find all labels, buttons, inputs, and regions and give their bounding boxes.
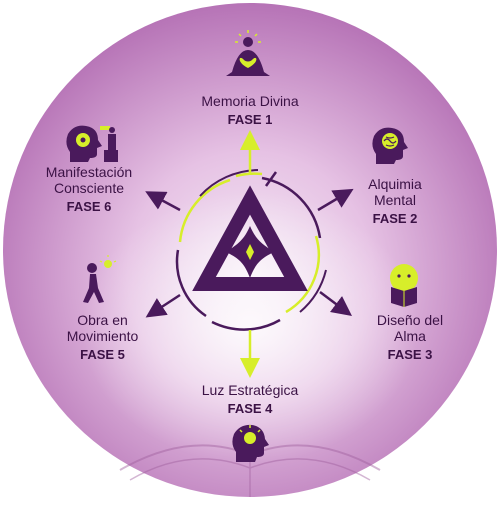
phase-2-name-line-1: Alquimia: [368, 176, 422, 192]
phase-6-name-line-2: Consciente: [53, 180, 125, 196]
phase-1-name: Memoria Divina: [201, 93, 299, 109]
arrow-to-fase-6: [145, 191, 181, 212]
phase-5: Obra en Movimiento FASE 5: [40, 312, 165, 363]
phase-4-label: FASE 4: [227, 401, 273, 416]
phase-6-name-line-1: Manifestación: [45, 164, 133, 180]
lightbulb-head-icon: [232, 424, 269, 462]
phase-5-name-line-1: Obra en: [77, 312, 128, 328]
phase-4: Luz Estratégica FASE 4: [160, 382, 340, 417]
phase-3-name-line-1: Diseño del: [376, 312, 444, 328]
radial-arrows: [145, 130, 354, 378]
phase-5-label: FASE 5: [80, 347, 125, 362]
phase-4-name: Luz Estratégica: [201, 382, 299, 398]
phase-3-name-line-2: Alma: [394, 328, 426, 344]
phase-1: Memoria Divina FASE 1: [160, 93, 340, 128]
face-reading-book-icon: [390, 264, 418, 307]
walking-person-idea-icon: [83, 255, 117, 303]
phase-6: Manifestación Consciente FASE 6: [24, 164, 154, 215]
phase-2-label: FASE 2: [372, 211, 418, 226]
meditation-heart-icon: [226, 30, 270, 76]
brain-head-icon: [372, 127, 408, 164]
arrow-to-fase-3: [319, 291, 352, 316]
light-glow: [40, 130, 460, 470]
arrow-to-fase-2: [317, 188, 354, 212]
phase-2: Alquimia Mental FASE 2: [330, 176, 460, 227]
phase-2-name-line-2: Mental: [373, 192, 417, 208]
head-gears-person-icon: [66, 125, 118, 162]
phase-6-label: FASE 6: [66, 199, 112, 214]
central-triangle-emblem: [192, 185, 308, 291]
phase-5-name-line-2: Movimiento: [66, 328, 139, 344]
arrow-to-fase-5: [145, 293, 181, 318]
phase-1-label: FASE 1: [227, 112, 273, 127]
phase-3-label: FASE 3: [387, 347, 433, 362]
phase-3: Diseño del Alma FASE 3: [345, 312, 475, 363]
